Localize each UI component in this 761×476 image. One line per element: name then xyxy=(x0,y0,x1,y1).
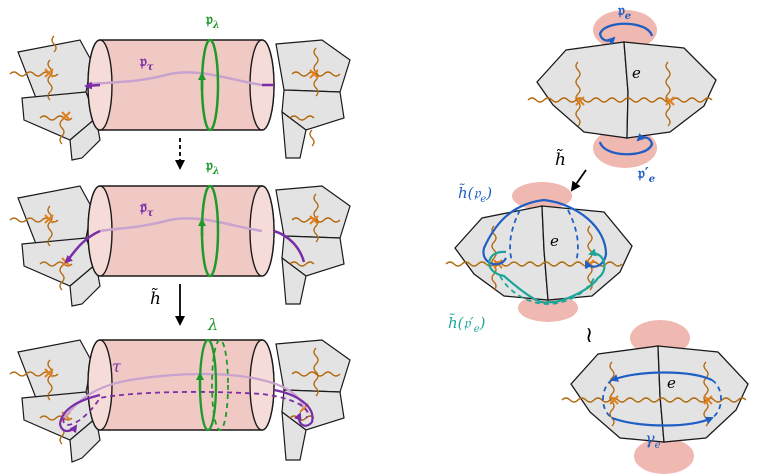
path-tau-right-hook xyxy=(273,388,314,427)
left-face-cluster xyxy=(17,339,101,463)
loop-h-p-e-solid xyxy=(482,198,545,266)
label-lambda: λ xyxy=(207,315,218,334)
vertex-marks xyxy=(575,96,675,106)
loop-h-p-e-prime-solid xyxy=(488,248,606,304)
label-h-p-e: h̃(𝔭e) xyxy=(458,184,492,205)
path-tau-dashed xyxy=(62,391,309,426)
label-p-e: 𝔭e xyxy=(617,1,631,22)
label-e-bot: e xyxy=(667,374,676,392)
loop-p-e-prime xyxy=(598,132,654,156)
label-h-p-e-prime: h̃(𝔭′e) xyxy=(448,314,486,335)
edge-panel-top: 𝔭e e 𝔭′e xyxy=(527,1,717,185)
label-p-tau: 𝔭τ xyxy=(139,52,154,73)
loop-gamma-e-right xyxy=(711,379,722,419)
wavy-edges xyxy=(527,61,713,127)
label-p-lambda-mid: 𝔭λ xyxy=(205,156,220,177)
label-e-top: e xyxy=(632,64,641,82)
vertex-marks xyxy=(609,395,713,405)
cylinder-body xyxy=(87,39,275,131)
right-face-cluster xyxy=(275,39,351,159)
loop-h-p-e-prime-dashed xyxy=(499,275,595,305)
cylinder-right-end xyxy=(249,339,275,431)
graph-faces xyxy=(536,41,717,139)
loop-gamma-e-bottom xyxy=(611,416,714,427)
path-pbar-tau-right xyxy=(273,229,306,263)
right-face-cluster xyxy=(275,339,351,461)
path-p-tau xyxy=(89,71,263,87)
loop-lambda-dashed xyxy=(211,339,229,431)
label-p-lambda-top: 𝔭λ xyxy=(205,10,220,31)
loop-p-e xyxy=(598,22,654,46)
cylinder-body xyxy=(87,339,275,431)
approx-symbol: ≀ xyxy=(585,323,593,348)
cylinder-panel-middle: 𝔭̄τ 𝔭λ xyxy=(9,156,351,307)
path-tau-left-hook xyxy=(58,393,101,434)
path-pbar-tau-left xyxy=(64,229,101,264)
edge-panel-middle: h̃(𝔭e) e h̃(𝔭′e) xyxy=(445,182,633,335)
graph-faces xyxy=(570,345,749,443)
left-face-cluster xyxy=(17,39,101,161)
label-p-e-prime: 𝔭′e xyxy=(637,164,655,185)
edge-panel-bottom: e γe xyxy=(561,320,749,474)
right-face-cluster xyxy=(275,185,351,305)
label-h-tilde-right: h̃ xyxy=(555,149,566,170)
wavy-edges xyxy=(9,347,341,445)
path-pbar-tau xyxy=(99,217,263,233)
loop-h-p-e-dashed xyxy=(509,209,579,263)
label-gamma-e: γe xyxy=(645,429,661,451)
loop-gamma-e-left xyxy=(602,379,613,419)
label-h-tilde-left: h̃ xyxy=(150,288,161,309)
label-pbar-tau: 𝔭̄τ xyxy=(139,198,154,219)
vertex-marks xyxy=(44,68,319,121)
cylinder-panel-top: 𝔭τ 𝔭λ xyxy=(9,10,351,161)
arrow-h-tilde-right xyxy=(570,169,587,192)
cylinder-panel-bottom: λ τ xyxy=(9,315,351,463)
cylinder-body xyxy=(87,185,275,277)
halo-top xyxy=(630,320,690,356)
label-e-mid: e xyxy=(550,232,559,250)
halo-bottom xyxy=(634,438,694,474)
loop-h-p-e-solid-right xyxy=(543,198,608,270)
loop-gamma-e-top xyxy=(610,371,713,382)
left-face-cluster xyxy=(17,185,101,307)
path-p-tau-ends xyxy=(86,85,274,86)
label-tau: τ xyxy=(112,357,122,376)
